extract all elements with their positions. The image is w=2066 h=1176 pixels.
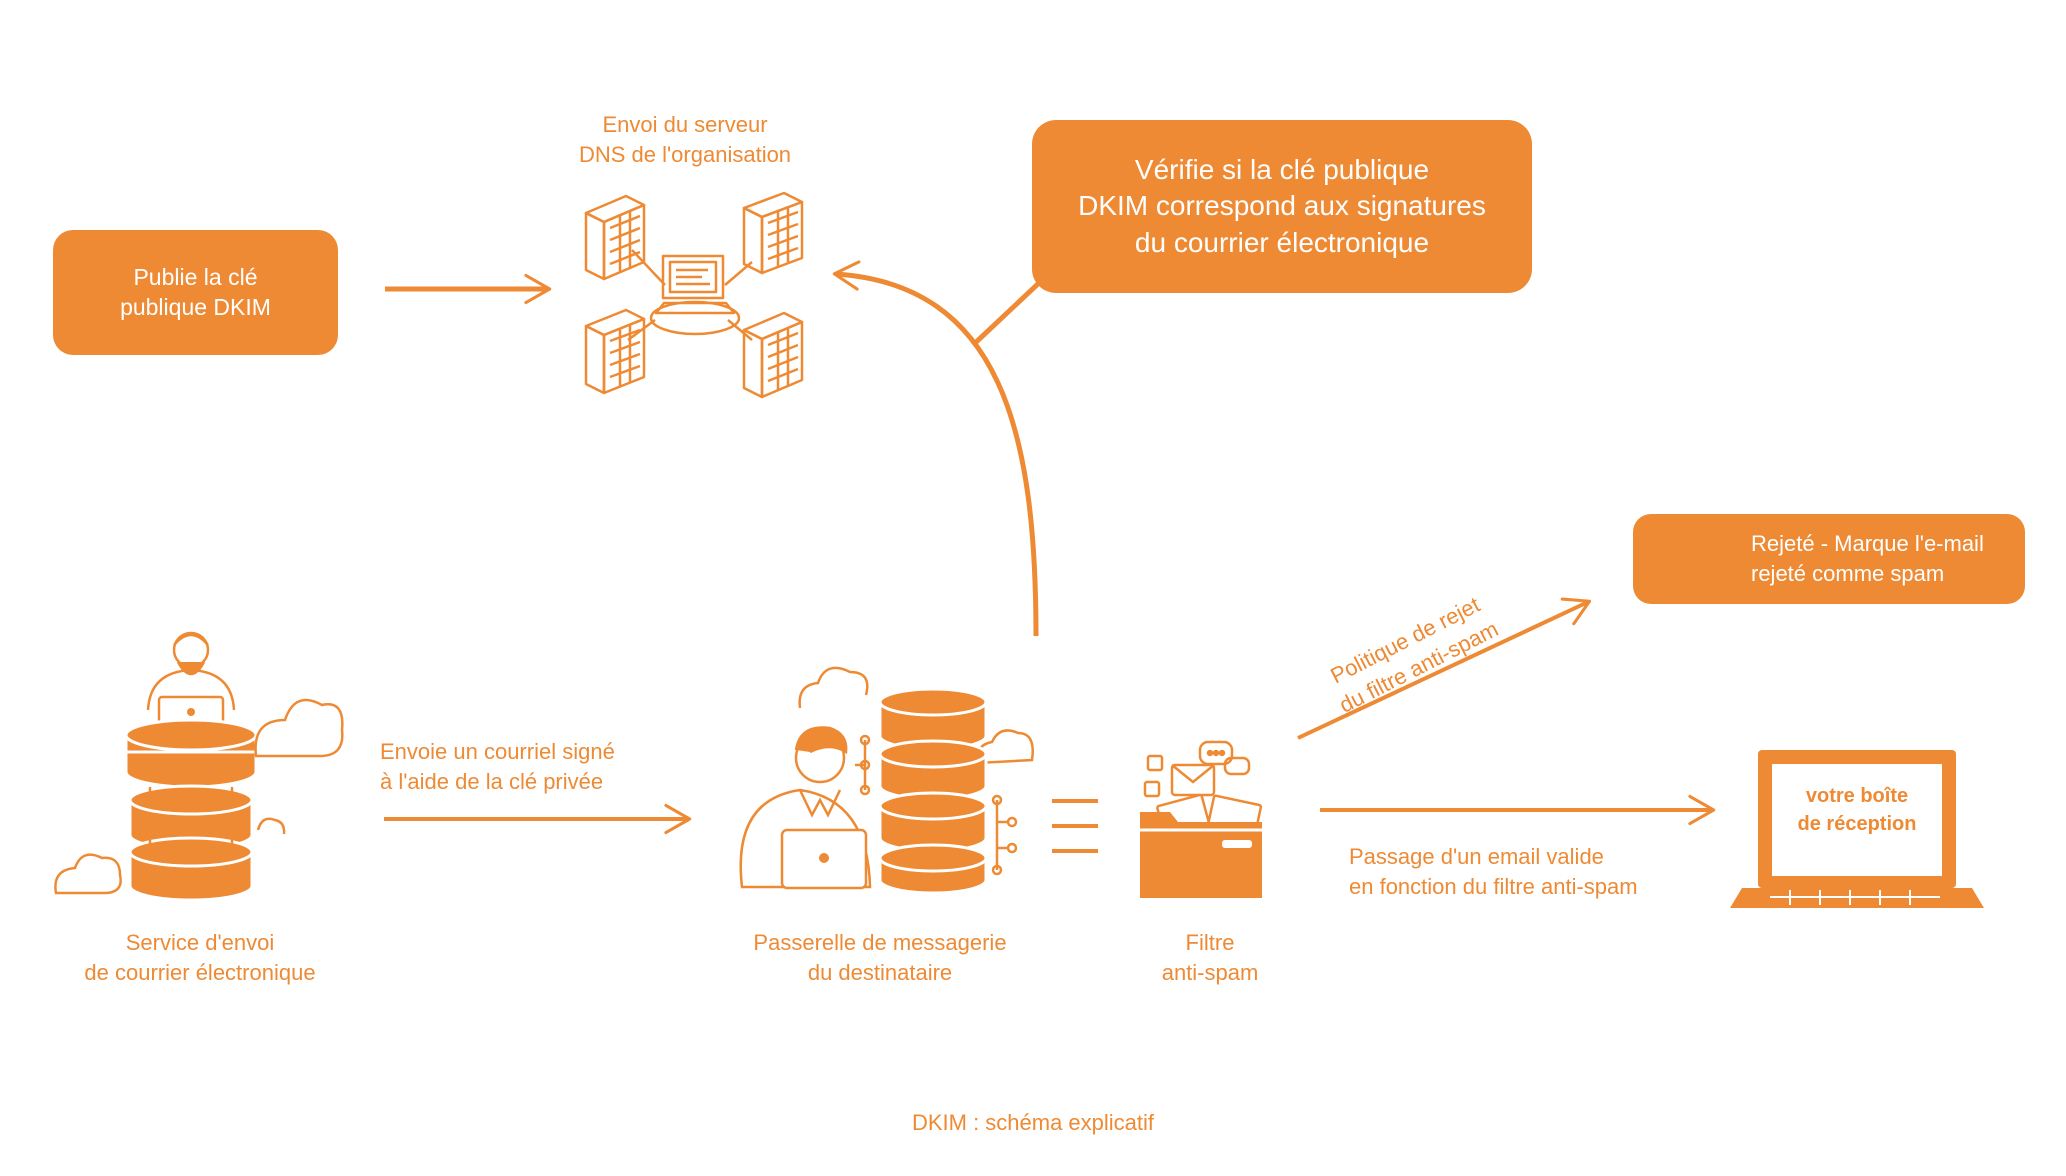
inbox-label: votre boîte de réception: [1772, 782, 1942, 838]
diagram-caption: DKIM : schéma explicatif: [911, 1110, 1155, 1135]
send-signed-label: Envoie un courriel signé à l'aide de la …: [380, 737, 680, 796]
sender-service-label-line-2: de courrier électronique: [84, 959, 316, 985]
anti-spam-filter-label: Filtre anti-spam: [1110, 928, 1310, 987]
dns-server-label-line-2: DNS de l'organisation: [578, 141, 792, 167]
valid-email-label-line-1: Passage d'un email valide: [1349, 844, 1604, 869]
send-signed-label-line-2: à l'aide de la clé privée: [380, 768, 604, 794]
rejected-line-1: Rejeté - Marque l'e-mail: [1751, 531, 1984, 557]
flow-lines-gateway-to-filter: [1052, 799, 1098, 853]
verify-key-line-3: du courrier électronique: [1134, 226, 1430, 258]
rejected-line-2: rejeté comme spam: [1751, 561, 1945, 586]
gateway-server-stack-icon: [739, 687, 1018, 895]
verify-key-box: Vérifie si la clé publique DKIM correspo…: [1032, 120, 1532, 293]
inbox-label-line-1: votre boîte: [1805, 785, 1909, 807]
gateway-label-line-2: du destinataire: [807, 959, 953, 985]
sender-service-label: Service d'envoi de courrier électronique: [40, 928, 360, 987]
sender-service-label-line-1: Service d'envoi: [125, 930, 275, 955]
verify-key-line-1: Vérifie si la clé publique: [1134, 153, 1430, 185]
gateway-label-line-1: Passerelle de messagerie: [753, 930, 1007, 955]
publish-key-line-2: publique DKIM: [120, 293, 271, 320]
laptop-inbox-icon: [1730, 750, 1984, 908]
arrow-filter-to-rejected: [1297, 597, 1592, 740]
arrow-gateway-to-dns: [832, 260, 1042, 637]
publish-key-box: Publie la clé publique DKIM: [53, 230, 338, 355]
inbox-label-line-2: de réception: [1797, 813, 1917, 835]
gateway-label: Passerelle de messagerie du destinataire: [720, 928, 1040, 987]
dns-server-label: Envoi du serveur DNS de l'organisation: [520, 110, 850, 169]
person-icon: [146, 631, 236, 731]
verify-key-line-2: DKIM correspond aux signatures: [1078, 190, 1486, 222]
sender-server-stack-icon: [124, 631, 258, 902]
dns-server-network-icon: [584, 191, 804, 399]
valid-email-label: Passage d'un email valide en fonction du…: [1349, 842, 1709, 901]
dns-server-label-line-1: Envoi du serveur: [602, 112, 768, 137]
anti-spam-filter-label-line-1: Filtre: [1185, 930, 1235, 955]
anti-spam-folder-icon: [1140, 740, 1263, 898]
cloud-icon: [54, 666, 1034, 895]
valid-email-label-line-2: en fonction du filtre anti-spam: [1349, 873, 1638, 899]
publish-key-line-1: Publie la clé: [133, 263, 258, 290]
person-icon: [739, 726, 872, 890]
send-signed-label-line-1: Envoie un courriel signé: [380, 739, 615, 764]
rejected-box: Rejeté - Marque l'e-mail rejeté comme sp…: [1633, 514, 2025, 604]
anti-spam-filter-label-line-2: anti-spam: [1161, 959, 1259, 985]
